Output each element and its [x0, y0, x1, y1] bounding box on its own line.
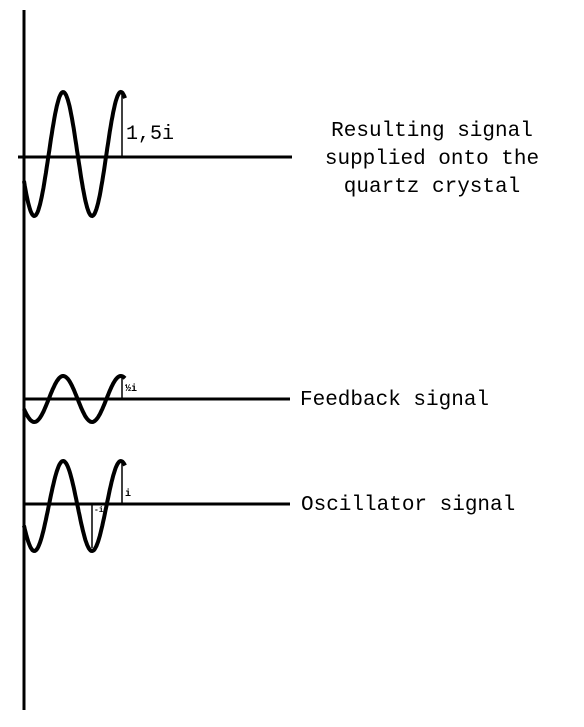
resulting-label-line-2: supplied onto the — [325, 148, 539, 171]
resulting-waveform — [22, 89, 127, 219]
feedback-amplitude-label: ½i — [125, 383, 137, 395]
oscillator-signal-group: i -i Oscillator signal — [22, 458, 515, 554]
oscillator-waveform — [22, 458, 127, 554]
oscillator-amplitude-label: i — [125, 488, 131, 500]
resulting-label-line-3: quartz crystal — [344, 176, 520, 199]
feedback-label: Feedback signal — [300, 389, 489, 412]
feedback-waveform — [22, 373, 127, 425]
resulting-label-line-1: Resulting signal — [331, 120, 533, 143]
feedback-signal-group: ½i Feedback signal — [22, 373, 489, 425]
oscillator-negative-label: -i — [94, 506, 104, 515]
oscillator-label: Oscillator signal — [301, 494, 515, 517]
resulting-signal-group: 1,5i Resulting signal supplied onto the … — [18, 89, 539, 219]
resulting-amplitude-label: 1,5i — [126, 123, 174, 146]
